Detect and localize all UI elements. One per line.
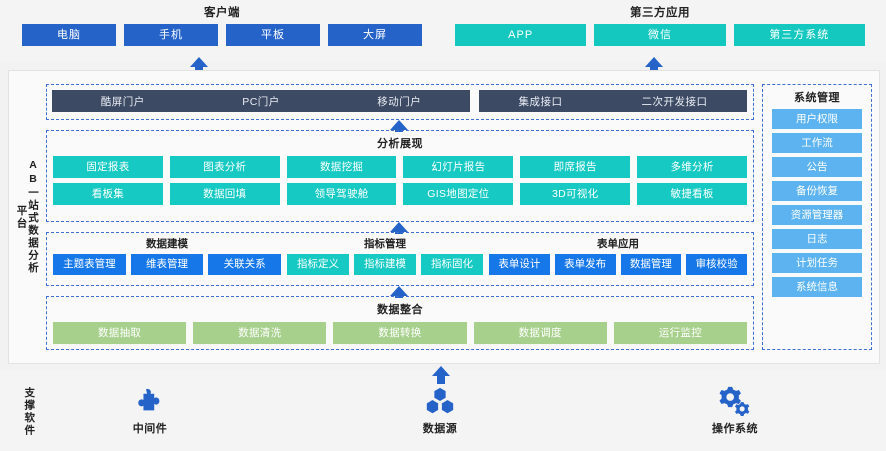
form-app-item-audit[interactable]: 审核校验 xyxy=(686,254,747,275)
third-party-item-app[interactable]: APP xyxy=(455,24,587,46)
gears-icon xyxy=(675,384,795,418)
interface-item-secondary-dev[interactable]: 二次开发接口 xyxy=(641,95,708,108)
support-label-os: 操作系统 xyxy=(712,423,758,435)
support-item-os: 操作系统 xyxy=(675,384,795,436)
integration-item-transform[interactable]: 数据转换 xyxy=(333,322,467,344)
sysmgmt-item-backup-restore[interactable]: 备份恢复 xyxy=(772,181,862,201)
indicator-row: 指标定义 指标建模 指标固化 xyxy=(287,254,483,275)
integration-item-cleaning[interactable]: 数据清洗 xyxy=(193,322,327,344)
form-app-item-design[interactable]: 表单设计 xyxy=(489,254,550,275)
indicator-item-modeling[interactable]: 指标建模 xyxy=(354,254,416,275)
database-nodes-icon xyxy=(380,384,500,418)
portal-bar: 酷屏门户 PC门户 移动门户 xyxy=(52,90,470,112)
integration-row: 数据抽取 数据清洗 数据转换 数据调度 运行监控 xyxy=(47,322,753,344)
modeling-item-dimension-table[interactable]: 维表管理 xyxy=(130,254,204,275)
portal-item-mobile[interactable]: 移动门户 xyxy=(377,95,422,108)
form-app-item-data-mgmt[interactable]: 数据管理 xyxy=(620,254,682,275)
analysis-item-fixed-report[interactable]: 固定报表 xyxy=(53,156,163,178)
client-chip-row: 电脑 手机 平板 大屏 xyxy=(22,24,422,46)
analysis-item-gis-map[interactable]: GIS地图定位 xyxy=(403,183,514,205)
system-management-list: 用户权限 工作流 公告 备份恢复 资源管理器 日志 计划任务 系统信息 xyxy=(763,105,871,297)
portal-item-coolscreen[interactable]: 酷屏门户 xyxy=(100,95,145,108)
form-app-row: 表单设计 表单发布 数据管理 审核校验 xyxy=(489,254,747,275)
sysmgmt-item-user-permissions[interactable]: 用户权限 xyxy=(772,109,862,129)
analysis-item-agile-dashboard[interactable]: 敏捷看板 xyxy=(637,183,747,205)
support-label-middleware: 中间件 xyxy=(132,423,168,435)
sysmgmt-item-announcement[interactable]: 公告 xyxy=(772,157,862,177)
client-item-pc[interactable]: 电脑 xyxy=(22,24,116,46)
analysis-item-exec-cockpit[interactable]: 领导驾驶舱 xyxy=(286,183,397,205)
client-item-bigscreen[interactable]: 大屏 xyxy=(328,24,422,46)
platform-side-label: 平台 AB一站式数据分析 xyxy=(10,76,44,358)
analysis-item-data-backfill[interactable]: 数据回填 xyxy=(169,183,280,205)
sysmgmt-item-scheduled-task[interactable]: 计划任务 xyxy=(772,253,862,273)
integration-item-scheduling[interactable]: 数据调度 xyxy=(473,322,607,344)
form-app-title: 表单应用 xyxy=(597,238,639,250)
integration-section: 数据整合 数据抽取 数据清洗 数据转换 数据调度 运行监控 xyxy=(46,296,754,350)
sysmgmt-item-resource-manager[interactable]: 资源管理器 xyxy=(772,205,862,225)
indicator-item-solidification[interactable]: 指标固化 xyxy=(421,254,483,275)
third-party-item-system[interactable]: 第三方系统 xyxy=(733,24,865,46)
portal-item-pc[interactable]: PC门户 xyxy=(242,95,280,108)
client-title: 客户端 xyxy=(204,7,240,19)
analysis-item-3d-visualization[interactable]: 3D可视化 xyxy=(520,183,631,205)
indicator-item-definition[interactable]: 指标定义 xyxy=(287,254,349,275)
analysis-row-1: 固定报表 图表分析 数据挖掘 幻灯片报告 即席报告 多维分析 xyxy=(47,156,753,178)
side-label-main: AB一站式数据分析 xyxy=(27,159,39,275)
support-item-datasource: 数据源 xyxy=(380,384,500,436)
system-management-section: 系统管理 用户权限 工作流 公告 备份恢复 资源管理器 日志 计划任务 系统信息 xyxy=(762,84,872,350)
third-party-group: 第三方应用 APP 微信 第三方系统 xyxy=(455,4,865,46)
support-item-middleware: 中间件 xyxy=(90,384,210,436)
analysis-item-chart-analysis[interactable]: 图表分析 xyxy=(169,156,280,178)
integration-title: 数据整合 xyxy=(377,304,423,316)
third-party-chip-row: APP 微信 第三方系统 xyxy=(455,24,865,46)
side-label-sub: 平台 xyxy=(15,204,28,230)
analysis-item-data-mining[interactable]: 数据挖掘 xyxy=(286,156,397,178)
form-app-group: 表单应用 表单设计 表单发布 数据管理 审核校验 xyxy=(489,236,747,275)
sysmgmt-item-workflow[interactable]: 工作流 xyxy=(772,133,862,153)
third-party-title: 第三方应用 xyxy=(630,7,690,19)
modeling-group: 数据建模 主题表管理 维表管理 关联关系 xyxy=(53,236,282,275)
third-party-item-wechat[interactable]: 微信 xyxy=(594,24,726,46)
puzzle-piece-icon xyxy=(90,384,210,418)
indicator-title: 指标管理 xyxy=(364,238,406,250)
interface-bar: 集成接口 二次开发接口 xyxy=(479,90,747,112)
integration-item-monitoring[interactable]: 运行监控 xyxy=(613,322,748,344)
system-management-title: 系统管理 xyxy=(794,92,840,104)
portal-section: 酷屏门户 PC门户 移动门户 集成接口 二次开发接口 xyxy=(46,84,754,120)
analysis-title: 分析展现 xyxy=(377,138,423,150)
analysis-section: 分析展现 固定报表 图表分析 数据挖掘 幻灯片报告 即席报告 多维分析 看板集 … xyxy=(46,130,754,222)
modeling-item-subject-table[interactable]: 主题表管理 xyxy=(53,254,126,275)
support-software-label: 支撑软件 xyxy=(14,380,44,444)
middle-section: 数据建模 主题表管理 维表管理 关联关系 指标管理 指标定义 指标建模 指标固化… xyxy=(46,232,754,286)
sysmgmt-item-system-info[interactable]: 系统信息 xyxy=(772,277,862,297)
analysis-item-adhoc-report[interactable]: 即席报告 xyxy=(520,156,631,178)
interface-item-integration[interactable]: 集成接口 xyxy=(518,95,563,108)
support-software-text: 支撑软件 xyxy=(23,387,36,437)
modeling-item-relationship[interactable]: 关联关系 xyxy=(208,254,282,275)
client-item-mobile[interactable]: 手机 xyxy=(124,24,218,46)
client-item-tablet[interactable]: 平板 xyxy=(226,24,320,46)
sysmgmt-item-log[interactable]: 日志 xyxy=(772,229,862,249)
top-band: 客户端 电脑 手机 平板 大屏 第三方应用 APP 微信 第三方系统 xyxy=(0,0,886,62)
support-label-datasource: 数据源 xyxy=(422,423,458,435)
integration-item-extract[interactable]: 数据抽取 xyxy=(53,322,187,344)
analysis-item-slide-report[interactable]: 幻灯片报告 xyxy=(403,156,514,178)
analysis-item-dashboard-set[interactable]: 看板集 xyxy=(53,183,163,205)
indicator-group: 指标管理 指标定义 指标建模 指标固化 xyxy=(287,236,483,275)
analysis-row-2: 看板集 数据回填 领导驾驶舱 GIS地图定位 3D可视化 敏捷看板 xyxy=(47,183,753,205)
modeling-row: 主题表管理 维表管理 关联关系 xyxy=(53,254,282,275)
analysis-item-multidim-analysis[interactable]: 多维分析 xyxy=(637,156,747,178)
client-group: 客户端 电脑 手机 平板 大屏 xyxy=(22,4,422,46)
modeling-title: 数据建模 xyxy=(146,238,188,250)
form-app-item-publish[interactable]: 表单发布 xyxy=(554,254,616,275)
